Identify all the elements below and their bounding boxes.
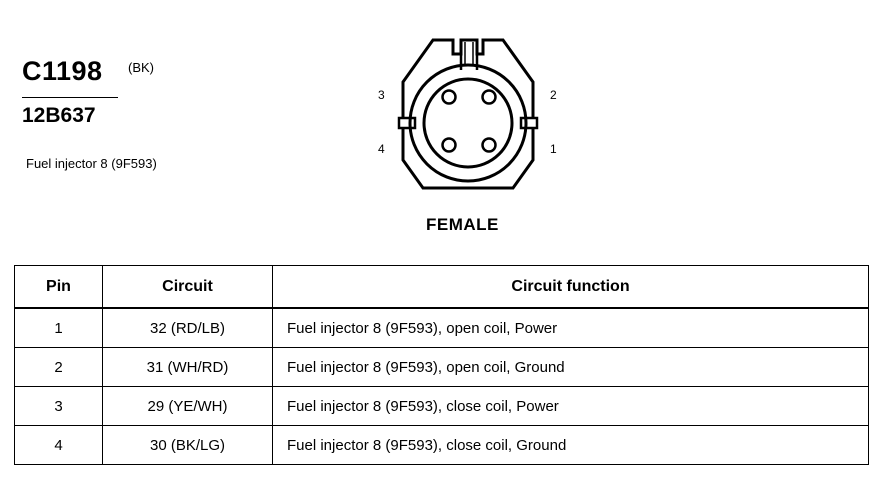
header-function: Circuit function [272,265,869,309]
connector-description: Fuel injector 8 (9F593) [26,156,157,171]
table-row: 1 32 (RD/LB) Fuel injector 8 (9F593), op… [14,307,869,348]
connector-color: (BK) [128,60,154,75]
table-header-row: Pin Circuit Circuit function [14,265,869,309]
cell-circuit: 30 (BK/LG) [102,425,273,465]
connector-outer-ring [408,63,528,183]
table-row: 2 31 (WH/RD) Fuel injector 8 (9F593), op… [14,347,869,387]
header-pin: Pin [14,265,103,309]
connector-key-right [519,116,539,130]
cell-function: Fuel injector 8 (9F593), close coil, Pow… [272,386,869,426]
cell-function: Fuel injector 8 (9F593), open coil, Grou… [272,347,869,387]
connector-id: C1198 [22,56,103,86]
connector-inner-ring [422,77,514,169]
table-row: 3 29 (YE/WH) Fuel injector 8 (9F593), cl… [14,386,869,426]
cell-function: Fuel injector 8 (9F593), close coil, Gro… [272,425,869,465]
connector-face-icon [397,38,539,190]
cell-function: Fuel injector 8 (9F593), open coil, Powe… [272,307,869,348]
cell-pin: 2 [14,347,103,387]
cell-pin: 3 [14,386,103,426]
pin-cavity-2 [481,89,497,105]
pin-label-4: 4 [378,142,385,156]
pin-cavity-4 [441,137,457,153]
pin-label-3: 3 [378,88,385,102]
part-number: 12B637 [22,104,96,127]
pin-table: Pin Circuit Circuit function 1 32 (RD/LB… [14,265,869,465]
connector-housing [401,38,535,190]
pin-cavity-1 [481,137,497,153]
cell-circuit: 29 (YE/WH) [102,386,273,426]
view-label: FEMALE [426,215,499,234]
connector-diagram [393,30,543,195]
header-circuit: Circuit [102,265,273,309]
table-row: 4 30 (BK/LG) Fuel injector 8 (9F593), cl… [14,425,869,465]
cell-circuit: 32 (RD/LB) [102,307,273,348]
pin-label-2: 2 [550,88,557,102]
cell-circuit: 31 (WH/RD) [102,347,273,387]
connector-key-left [397,116,417,130]
cell-pin: 1 [14,307,103,348]
title-divider [22,97,118,98]
pin-label-1: 1 [550,142,557,156]
pin-cavity-3 [441,89,457,105]
cell-pin: 4 [14,425,103,465]
